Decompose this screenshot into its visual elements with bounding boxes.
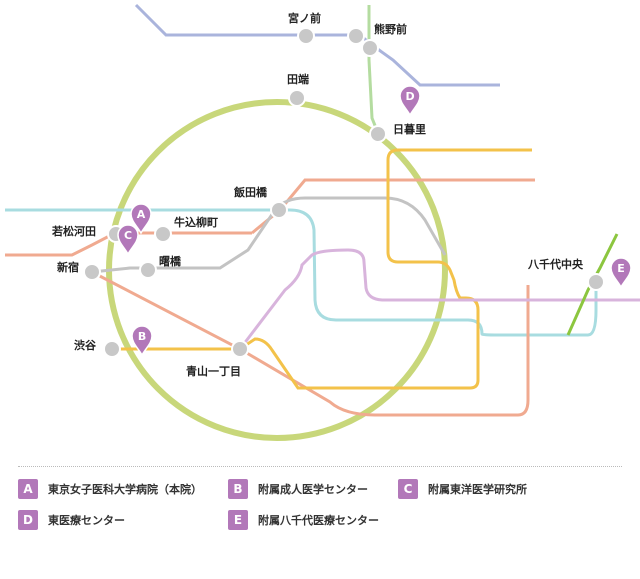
- station-marker: [347, 27, 365, 45]
- station-label-kumanomae: 熊野前: [374, 22, 407, 36]
- legend-label-b: 附属成人医学センター: [258, 483, 368, 496]
- station-marker: [297, 27, 315, 45]
- legend: A 東京女子医科大学病院（本院） B 附属成人医学センター C 附属東洋医学研究…: [18, 466, 622, 530]
- pin-a-marker[interactable]: A: [130, 203, 152, 235]
- map-pin-icon: [117, 224, 139, 256]
- legend-label-d: 東医療センター: [48, 514, 125, 527]
- station-label-tabata: 田端: [287, 72, 309, 86]
- legend-item-b[interactable]: B 附属成人医学センター: [228, 479, 368, 499]
- pin-e-letter: E: [617, 262, 625, 275]
- station-marker: [288, 89, 306, 107]
- station-marker: [369, 125, 387, 143]
- station-label-iidabashi: 飯田橋: [233, 185, 268, 199]
- oedo-line-south: [91, 270, 530, 417]
- pin-d-letter: D: [405, 90, 414, 103]
- pin-a-letter: A: [137, 208, 146, 221]
- legend-badge-e: E: [228, 510, 248, 530]
- legend-label-a: 東京女子医科大学病院（本院）: [48, 483, 202, 496]
- pin-e-marker[interactable]: E: [610, 257, 632, 289]
- legend-badge-c: C: [398, 479, 418, 499]
- station-label-shinjuku: 新宿: [57, 260, 79, 274]
- station-nippori: 日暮里: [369, 122, 426, 143]
- station-kumanomae: 熊野前: [347, 22, 407, 57]
- legend-item-d[interactable]: D 東医療センター: [18, 510, 125, 530]
- station-miyanomae: 宮ノ前: [288, 11, 321, 45]
- station-marker: [361, 39, 379, 57]
- station-label-aoyamaitchome: 青山一丁目: [186, 364, 241, 378]
- map-pin-icon: [131, 325, 153, 357]
- pin-b-letter: B: [138, 330, 146, 343]
- namboku-line: [112, 148, 532, 390]
- station-aoyamaitchome: 青山一丁目: [186, 340, 249, 378]
- station-wakamatsukawada: 若松河田: [52, 224, 125, 243]
- station-marker: [83, 263, 101, 281]
- legend-label-e: 附属八千代医療センター: [258, 514, 379, 527]
- station-marker: [154, 225, 172, 243]
- station-ushigomeyanagicho: 牛込柳町: [154, 215, 218, 243]
- legend-item-a[interactable]: A 東京女子医科大学病院（本院）: [18, 479, 202, 499]
- station-tabata: 田端: [287, 72, 309, 107]
- station-akebonobashi: 曙橋: [139, 254, 182, 279]
- map-pin-icon: [610, 257, 632, 289]
- station-label-shibuya: 渋谷: [74, 338, 97, 352]
- station-marker: [587, 273, 605, 291]
- legend-badge-d: D: [18, 510, 38, 530]
- pin-d-marker[interactable]: D: [399, 85, 421, 117]
- station-marker: [231, 340, 249, 358]
- pin-c-marker[interactable]: C: [117, 224, 139, 256]
- hanzomon-line: [238, 248, 640, 350]
- station-label-wakamatsukawada: 若松河田: [52, 224, 96, 238]
- map-pin-icon: [399, 85, 421, 117]
- station-shibuya: 渋谷: [74, 338, 121, 358]
- station-label-akebonobashi: 曙橋: [159, 254, 182, 268]
- route-map: 宮ノ前 熊野前 田端 日暮里 飯田橋 牛込柳町 若松河田 新宿 曙橋 渋谷 青山…: [5, 3, 640, 441]
- oedo-line-west: [5, 231, 252, 257]
- station-label-miyanomae: 宮ノ前: [288, 11, 321, 25]
- marunouchi-line: [91, 196, 447, 274]
- map-pin-icon: [130, 203, 152, 235]
- legend-item-c[interactable]: C 附属東洋医学研究所: [398, 479, 527, 499]
- station-label-nippori: 日暮里: [393, 122, 426, 136]
- station-iidabashi: 飯田橋: [233, 185, 288, 219]
- station-marker: [139, 261, 157, 279]
- legend-item-e[interactable]: E 附属八千代医療センター: [228, 510, 379, 530]
- station-yachiyochuo: 八千代中央: [527, 257, 605, 291]
- station-marker: [103, 340, 121, 358]
- station-label-yachiyochuo: 八千代中央: [527, 257, 584, 271]
- pin-c-letter: C: [124, 229, 132, 242]
- oedo-line-north: [251, 178, 535, 235]
- legend-label-c: 附属東洋医学研究所: [428, 483, 527, 496]
- pin-b-marker[interactable]: B: [131, 325, 153, 357]
- nippori-toneri-line: [367, 5, 380, 134]
- station-shinjuku: 新宿: [57, 260, 101, 281]
- legend-badge-b: B: [228, 479, 248, 499]
- station-label-ushigomeyanagicho: 牛込柳町: [174, 215, 218, 229]
- legend-badge-a: A: [18, 479, 38, 499]
- station-marker: [270, 201, 288, 219]
